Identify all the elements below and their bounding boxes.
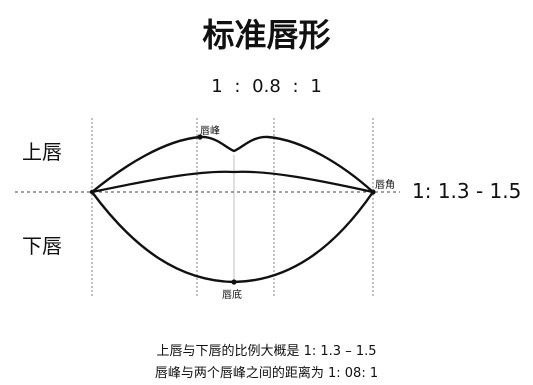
upper-lip-label: 上唇: [22, 140, 62, 164]
diagram-title: 标准唇形: [202, 16, 331, 54]
lower-lip-outline: [91, 191, 374, 284]
lip-peak-dot: [197, 134, 203, 140]
lip-bottom-label: 唇底: [222, 290, 242, 301]
caption-line-1: 上唇与下唇的比例大概是 1: 1.3 – 1.5: [156, 344, 377, 359]
top-ratio-label: 1 : 0.8 : 1: [211, 76, 322, 97]
lower-lip-label: 下唇: [22, 234, 62, 258]
mouth-line: [91, 170, 374, 194]
lip-corner-dot-right: [370, 189, 376, 195]
lip-bottom-dot: [231, 279, 237, 285]
lip-corner-label: 唇角: [375, 180, 395, 191]
upper-lip-outline: [91, 135, 374, 193]
caption-line-2: 唇峰与两个唇峰之间的距离为 1: 08: 1: [154, 366, 379, 381]
lip-peak-label: 唇峰: [200, 126, 220, 137]
right-ratio-label: 1: 1.3 - 1.5: [412, 179, 522, 203]
lip-corner-dot-left: [89, 189, 95, 195]
